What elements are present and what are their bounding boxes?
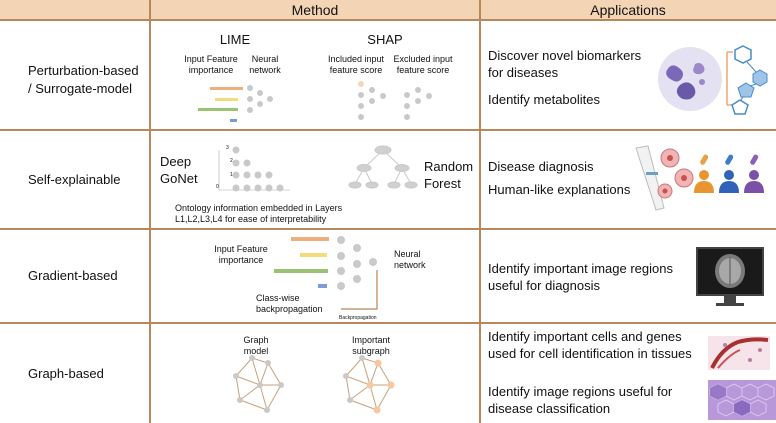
microscope-swab-icon: [635, 145, 694, 211]
divider-col2: [479, 0, 481, 423]
gonet-nodes: [232, 146, 284, 192]
divider-row1: [0, 129, 776, 131]
backprop-arrow: [341, 270, 378, 310]
app-human-explanations: Human-like explanations: [488, 182, 631, 197]
deep-gonet-label: Deep GoNet: [160, 154, 198, 186]
shap-title: SHAP: [367, 32, 403, 47]
random-forest-tree: [348, 145, 418, 189]
grad-bar-green: [274, 269, 328, 273]
layer-label-1: 1: [230, 172, 233, 178]
shap-excluded-label: Excluded input feature score: [393, 54, 453, 75]
app-metabolites: Identify metabolites: [488, 92, 601, 107]
divider-row2: [0, 228, 776, 230]
header-applications: Applications: [480, 0, 776, 21]
layer-label-0: 0: [216, 184, 219, 190]
layer-label-3: 3: [226, 145, 229, 151]
brain-scan-monitor-icon: [696, 247, 764, 306]
cell-icon: [658, 47, 722, 111]
subgraph-label: Important subgraph: [351, 335, 391, 356]
lime-nodes: [247, 85, 273, 113]
grad-nn-label: Neural network: [394, 249, 426, 270]
layer-label-2: 2: [230, 158, 233, 164]
grad-bar-orange: [291, 237, 329, 241]
classwise-label: Class-wise backpropagation: [256, 293, 323, 314]
row-label-gradient: Gradient-based: [28, 268, 118, 283]
shap-included-label: Included input feature score: [327, 54, 385, 75]
lime-bar-orange: [210, 87, 243, 90]
random-forest-label: Random Forest: [424, 159, 474, 191]
grad-bar-blue: [318, 284, 327, 288]
header-method: Method: [150, 0, 480, 21]
lime-title: LIME: [219, 32, 251, 47]
app-image-regions: Identify important image regions useful …: [488, 261, 673, 293]
tissue-hex-icon: [708, 380, 776, 420]
app-cells-genes: Identify important cells and genes used …: [488, 329, 692, 361]
shap-included-nodes: [358, 81, 386, 120]
lime-nn-label: Neural network: [249, 54, 281, 75]
grad-nodes: [337, 236, 377, 290]
row-label-self-explainable: Self-explainable: [28, 171, 121, 187]
backprop-label: Backpropagation: [339, 315, 377, 321]
app-biomarkers: Discover novel biomarkers for diseases: [488, 48, 642, 80]
grad-bar-yellow: [300, 253, 327, 257]
row-label-perturbation: Perturbation-based / Surrogate-model: [28, 63, 139, 96]
app-disease-diagnosis: Disease diagnosis: [488, 159, 594, 174]
lime-bar-green: [198, 108, 238, 111]
header-blank: [0, 0, 150, 21]
ontology-caption: Ontology information embedded in Layers …: [175, 203, 343, 224]
app-disease-classification: Identify image regions useful for diseas…: [488, 384, 673, 416]
divider-col1: [149, 0, 151, 423]
shap-excluded-nodes: [404, 87, 432, 120]
people-pills-icon: [694, 154, 764, 193]
lime-bar-yellow: [215, 98, 238, 101]
lime-bar-blue: [230, 119, 237, 122]
divider-row3: [0, 322, 776, 324]
grad-input-label: Input Feature importance: [214, 244, 268, 265]
row-label-graph: Graph-based: [28, 365, 104, 381]
metabolite-icon: [726, 45, 768, 115]
lime-input-label: Input Feature importance: [184, 54, 238, 75]
tissue-gene-icon: [708, 336, 770, 370]
graph-model-label: Graph model: [243, 335, 269, 356]
